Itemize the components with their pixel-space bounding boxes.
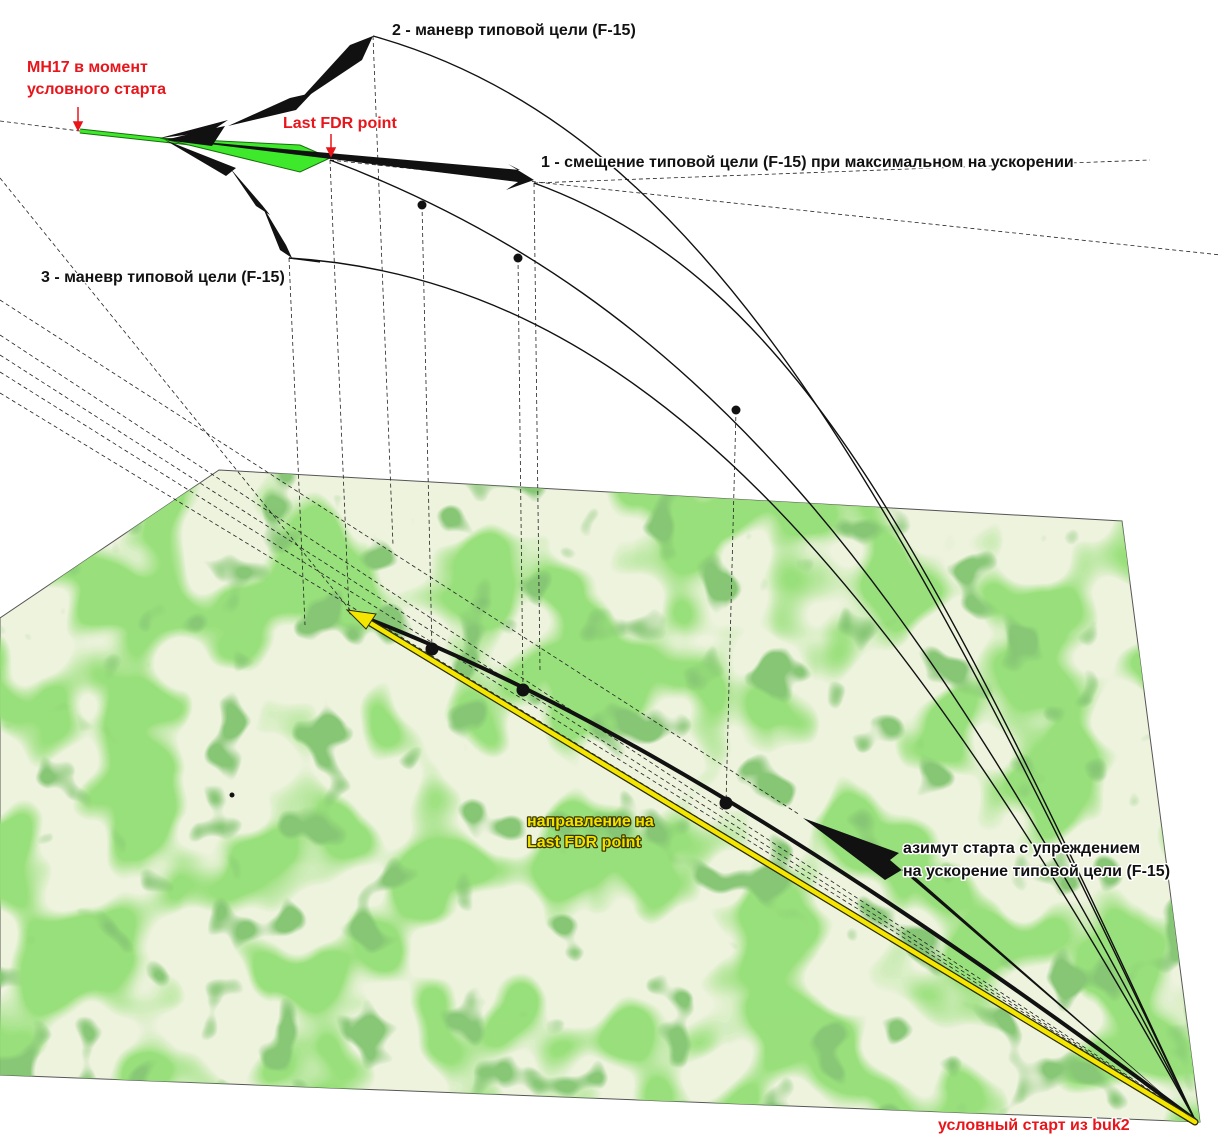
red-markers — [72, 107, 337, 158]
label-direction-line2: Last FDR point — [527, 834, 641, 851]
label-launch-buk2: условный старт из buk2 — [938, 1117, 1130, 1134]
label-offset-1: 1 - смещение типовой цели (F-15) при мак… — [541, 154, 1074, 171]
label-mh17-start-line2: условного старта — [27, 81, 166, 98]
direction-to-last-fdr-arrow — [345, 609, 1199, 1126]
label-last-fdr-point: Last FDR point — [283, 115, 397, 132]
terrain-ground-plane — [0, 469, 1201, 1123]
maneuver-arrows — [160, 36, 534, 258]
label-azimuth-line1: азимут старта с упреждением — [903, 840, 1140, 857]
ground-intercept-track — [349, 610, 1197, 1122]
label-azimuth-line2: на ускорение типовой цели (F-15) — [903, 863, 1170, 880]
maneuver3-connector — [288, 257, 321, 263]
trajectory-curves — [288, 35, 1196, 1121]
label-maneuver-3: 3 - маневр типовой цели (F-15) — [41, 269, 285, 286]
label-mh17-start-line1: МН17 в момент — [27, 59, 148, 76]
text-labels: МН17 в момент условного старта Last FDR … — [26, 21, 1172, 1136]
label-direction-line1: направление на — [527, 813, 654, 830]
label-maneuver-2: 2 - маневр типовой цели (F-15) — [392, 22, 636, 39]
trajectory-points — [229, 200, 741, 810]
